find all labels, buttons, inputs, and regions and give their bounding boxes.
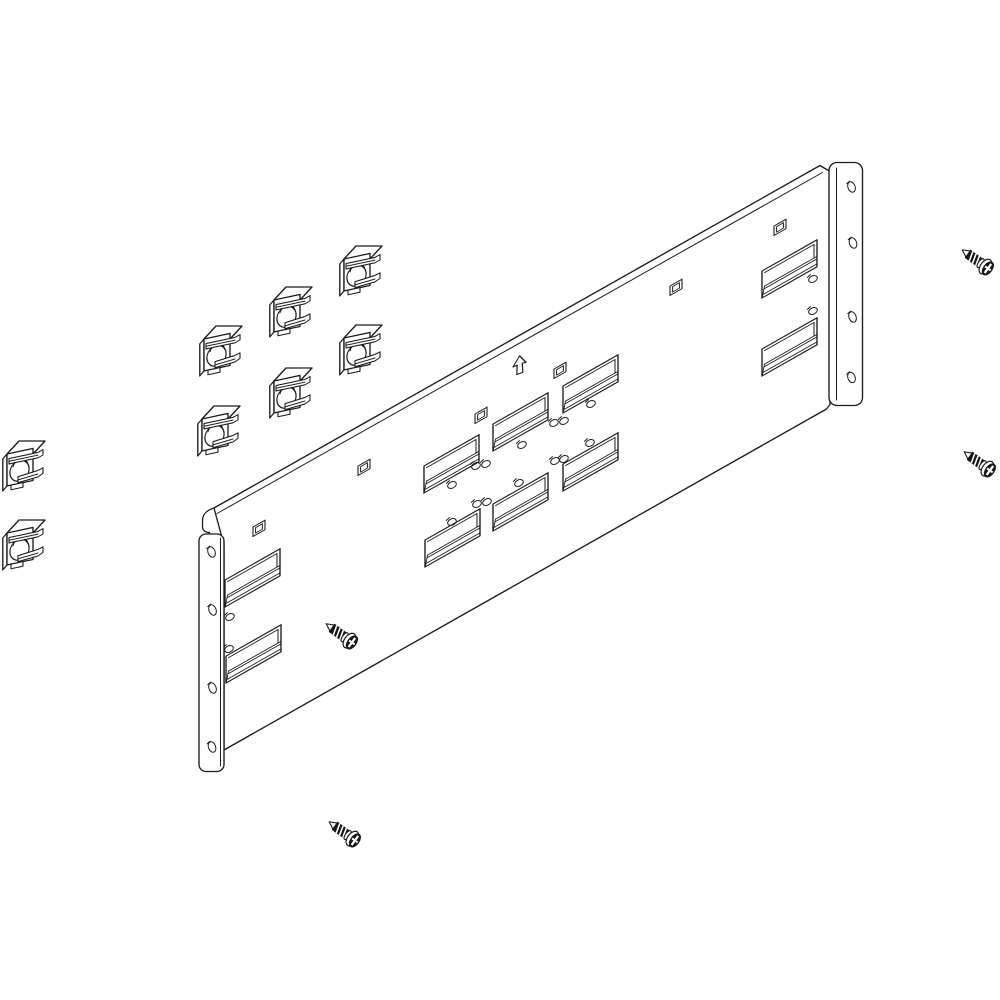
- screw-4: [323, 813, 365, 851]
- cage-nut-2: [269, 286, 313, 339]
- flange-right-bracket: [828, 161, 864, 407]
- cage-nut-3: [339, 324, 383, 377]
- mounting-plate-face: [213, 164, 831, 751]
- cage-nut-8: [2, 519, 46, 572]
- cage-nut-5: [269, 367, 313, 420]
- cage-nut-4: [199, 325, 243, 378]
- cage-nut-6: [197, 405, 241, 458]
- flange-left-bracket: [198, 533, 225, 773]
- cage-nut-7: [2, 440, 46, 493]
- screw-1: [956, 241, 998, 279]
- plate-top-fold-line: [216, 172, 823, 514]
- plate-top-left-hook: [201, 507, 215, 539]
- scene-root: [2, 161, 1000, 851]
- flange-left-strip: [198, 533, 225, 773]
- screw-2: [958, 443, 1000, 481]
- flange-right-strip: [828, 161, 864, 407]
- cage-nut-1: [339, 245, 383, 298]
